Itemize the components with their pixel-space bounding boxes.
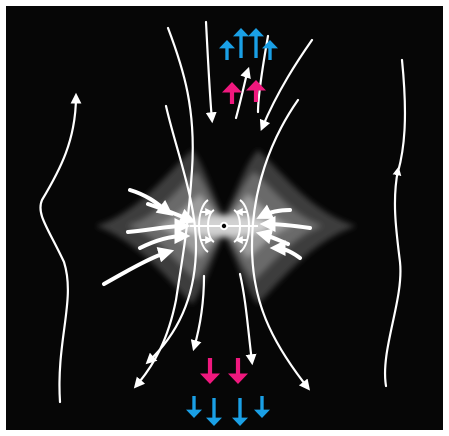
x-point-marker [221, 223, 227, 229]
